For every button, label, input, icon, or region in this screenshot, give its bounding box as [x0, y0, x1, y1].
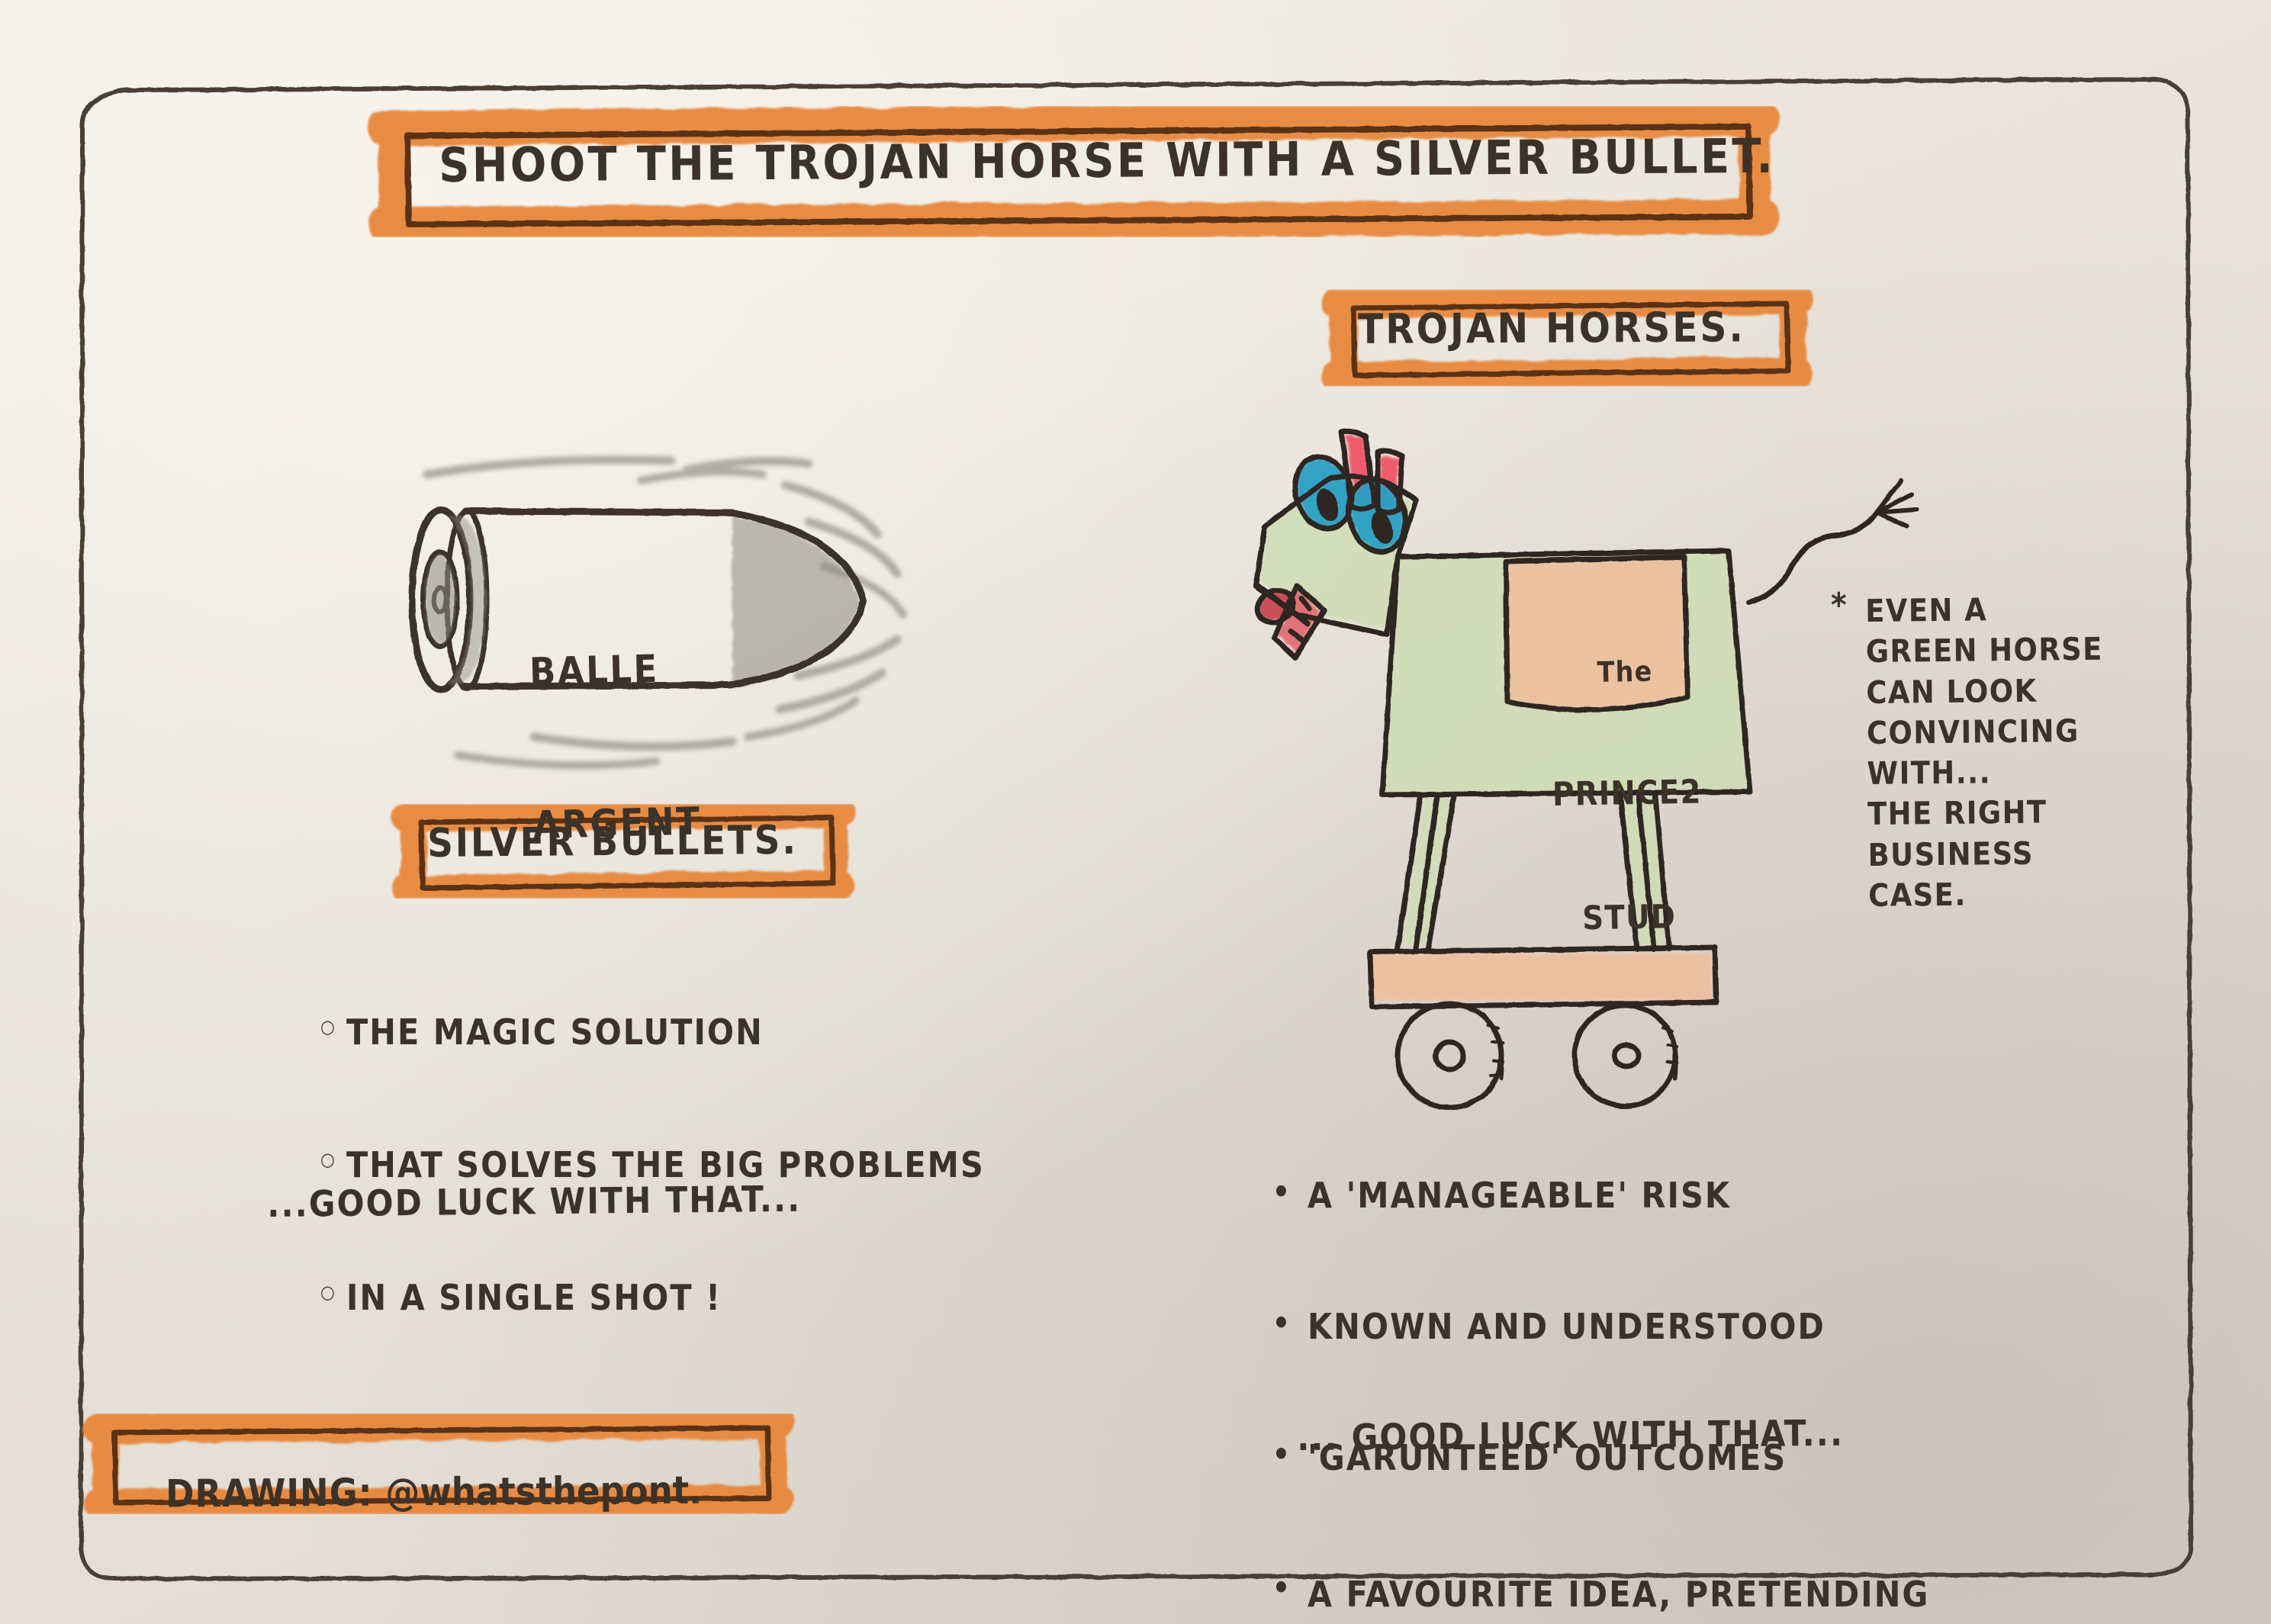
credit-label: DRAWING:	[165, 1470, 373, 1516]
bullet-label: BALLE ARGENT	[526, 541, 704, 953]
trojan-horses-outro: ... GOOD LUCK WITH THAT...	[1296, 1412, 1845, 1459]
silver-bullet-illustration	[408, 455, 907, 770]
bullet-label-line1: BALLE	[529, 646, 660, 694]
page-title: SHOOT THE TROJAN HORSE WITH A SILVER BUL…	[438, 127, 1776, 193]
saddle-line-prince2: PRINCE2	[1552, 773, 1703, 815]
list-item: KNOWN AND UNDERSTOOD	[1275, 1309, 1929, 1344]
credit-banner	[82, 1408, 795, 1519]
trojan-horses-banner	[1321, 284, 1814, 392]
credit-handle: @whatsthepont.	[385, 1468, 703, 1515]
silver-bullets-list: THE MAGIC SOLUTION THAT SOLVES THE BIG P…	[320, 944, 985, 1413]
saddle-line-stud: STUD	[1581, 897, 1677, 938]
page-border	[79, 77, 2193, 1581]
credit-line: DRAWING: @whatsthepont.	[114, 1433, 703, 1552]
list-item: IN A SINGLE SHOT !	[320, 1280, 985, 1315]
silver-bullets-banner	[391, 799, 857, 904]
saddle-blanket-label: The PRINCE2 STUD	[1549, 571, 1706, 1023]
trojan-horses-list: A 'MANAGEABLE' RISK KNOWN AND UNDERSTOOD…	[1275, 1108, 1929, 1624]
trojan-horse-illustration	[1253, 428, 1919, 1111]
trojan-horses-heading: TROJAN HORSES.	[1357, 303, 1745, 353]
green-horse-note: EVEN A GREEN HORSE CAN LOOK CONVINCING W…	[1865, 591, 2104, 915]
list-item: THE MAGIC SOLUTION	[320, 1015, 985, 1050]
bullet-label-line2: ARGENT	[532, 799, 703, 847]
list-item: A FAVOURITE IDEA, PRETENDING TO BE A PIL…	[1275, 1571, 1929, 1624]
silver-bullets-outro: ...GOOD LUCK WITH THAT...	[266, 1178, 802, 1226]
list-item: 'GARUNTEED' OUTCOMES	[1275, 1440, 1929, 1475]
saddle-line-the: The	[1597, 654, 1653, 690]
title-banner	[368, 101, 1780, 242]
list-item: THAT SOLVES THE BIG PROBLEMS	[320, 1147, 985, 1182]
asterisk-icon: *	[1831, 586, 1848, 625]
list-item: A 'MANAGEABLE' RISK	[1275, 1178, 1929, 1213]
